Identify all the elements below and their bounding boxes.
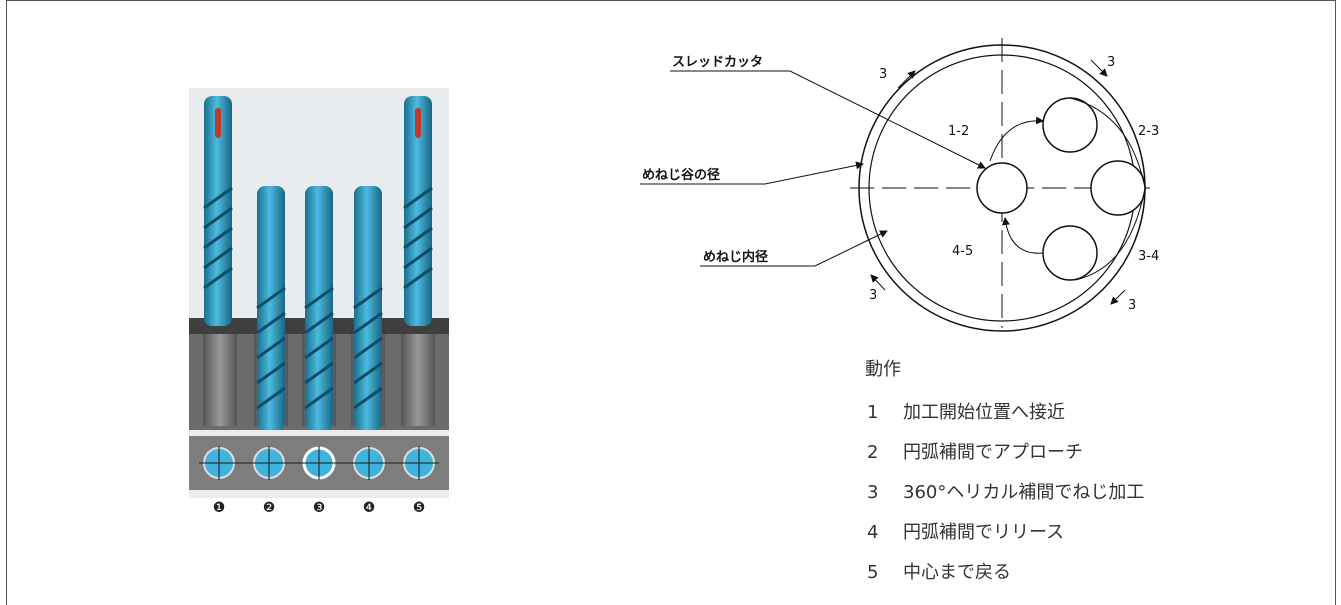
release-arc xyxy=(1001,217,1044,254)
tool-center-position xyxy=(976,162,1028,214)
label-step-2-3: 2-3 xyxy=(1138,124,1159,139)
legend-item-number: 1 xyxy=(867,402,878,423)
step-numbers: ❶ ❷ ❸ ❹ ❺ xyxy=(213,500,426,516)
legend-item-text: 中心まで戻る xyxy=(903,562,1011,583)
tool-2 xyxy=(256,186,286,430)
step-number: ❹ xyxy=(363,500,376,516)
cross-sections xyxy=(199,446,439,480)
step-number: ❸ xyxy=(313,500,326,516)
legend-item-text: 円弧補間でリリース xyxy=(903,522,1064,543)
figure-frame xyxy=(6,0,1336,605)
legend-item-number: 2 xyxy=(867,442,878,463)
label-helix-top-right: 3 xyxy=(1107,55,1115,70)
legend-item-number: 3 xyxy=(867,482,878,503)
label-helix-bottom-left: 3 xyxy=(869,288,877,303)
thread-milling-photo: ❶ ❷ ❸ ❹ ❺ xyxy=(189,88,449,516)
step-number: ❺ xyxy=(413,500,426,516)
tool-lower-position xyxy=(1042,225,1098,281)
label-helix-top-left: 3 xyxy=(879,67,887,82)
operation-legend: 動作 1 加工開始位置へ接近 2 円弧補間でアプローチ 3 360°ヘリカル補間… xyxy=(865,359,1144,583)
helix-arrow-top-left xyxy=(897,70,916,89)
legend-item-number: 5 xyxy=(867,562,878,583)
legend-item-text: 360°ヘリカル補間でねじ加工 xyxy=(903,482,1144,503)
approach-arc xyxy=(989,116,1044,162)
leader-inner-diameter xyxy=(700,230,888,267)
step-number: ❷ xyxy=(263,500,276,516)
callout-thread-cutter: スレッドカッタ xyxy=(672,55,763,70)
step-number: ❶ xyxy=(213,500,226,516)
tools xyxy=(203,96,433,430)
callout-inner-diameter: めねじ内径 xyxy=(703,249,768,265)
callout-root-diameter: めねじ谷の径 xyxy=(642,167,720,183)
legend-item-text: 加工開始位置へ接近 xyxy=(903,402,1065,423)
label-step-3-4: 3-4 xyxy=(1138,249,1159,264)
contour-arc-lower xyxy=(1074,187,1146,281)
contour-arc-upper xyxy=(1069,97,1146,189)
tool-right-position xyxy=(1090,160,1146,216)
helix-arrow-bottom-right xyxy=(1110,289,1126,305)
legend-item-text: 円弧補間でアプローチ xyxy=(903,442,1083,463)
leader-root-diameter xyxy=(640,161,864,185)
label-helix-bottom-right: 3 xyxy=(1128,298,1136,313)
helix-arrow-bottom-left xyxy=(870,274,886,291)
tool-4 xyxy=(353,186,383,430)
tool-5 xyxy=(403,96,433,326)
helical-interpolation-diagram: スレッドカッタ めねじ谷の径 めねじ内径 1-2 2-3 3-4 4-5 3 3… xyxy=(640,38,1159,332)
tool-1 xyxy=(203,96,233,326)
tool-upper-position xyxy=(1042,97,1098,153)
legend-heading: 動作 xyxy=(865,359,901,380)
bore-1 xyxy=(203,334,237,426)
label-step-1-2: 1-2 xyxy=(948,124,969,139)
leader-thread-cutter xyxy=(670,70,986,169)
helix-arrow-top-right xyxy=(1090,59,1108,77)
label-step-4-5: 4-5 xyxy=(952,244,973,259)
legend-item-number: 4 xyxy=(867,522,878,543)
bore-5 xyxy=(401,334,435,426)
tool-3 xyxy=(304,186,334,430)
